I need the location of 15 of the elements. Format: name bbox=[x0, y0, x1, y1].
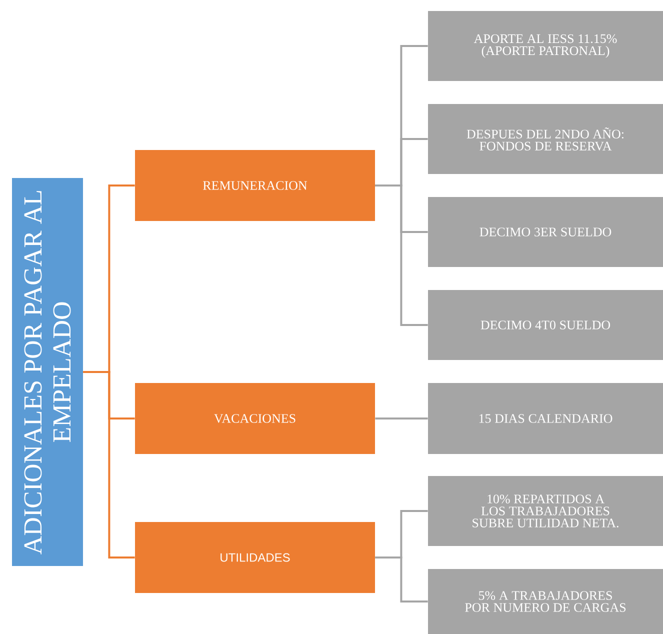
title-box: ADICIONALES POR PAGAR AL EMPELADO bbox=[12, 178, 83, 566]
connector-line bbox=[375, 418, 428, 420]
category-box: VACACIONES bbox=[135, 383, 375, 454]
category-box: UTILIDADES bbox=[135, 522, 375, 593]
connector-line bbox=[375, 556, 428, 602]
detail-box: DECIMO 3ER SUELDO bbox=[428, 197, 663, 267]
connector-line bbox=[375, 184, 428, 326]
detail-box: DESPUES DEL 2NDO AÑO: FONDOS DE RESERVA bbox=[428, 104, 663, 174]
detail-box: APORTE AL IESS 11.15% (APORTE PATRONAL) bbox=[428, 11, 663, 81]
detail-box: 10% REPARTIDOS A LOS TRABAJADORES SUBRE UTILIDAD NETA. bbox=[428, 476, 663, 546]
connector-line bbox=[83, 371, 135, 558]
detail-box: DECIMO 4T0 SUELDO bbox=[428, 290, 663, 360]
detail-box: 15 DIAS CALENDARIO bbox=[428, 383, 663, 454]
category-box: REMUNERACION bbox=[135, 150, 375, 221]
detail-box: 5% A TRABAJADORES POR NUMERO DE CARGAS bbox=[428, 569, 663, 634]
